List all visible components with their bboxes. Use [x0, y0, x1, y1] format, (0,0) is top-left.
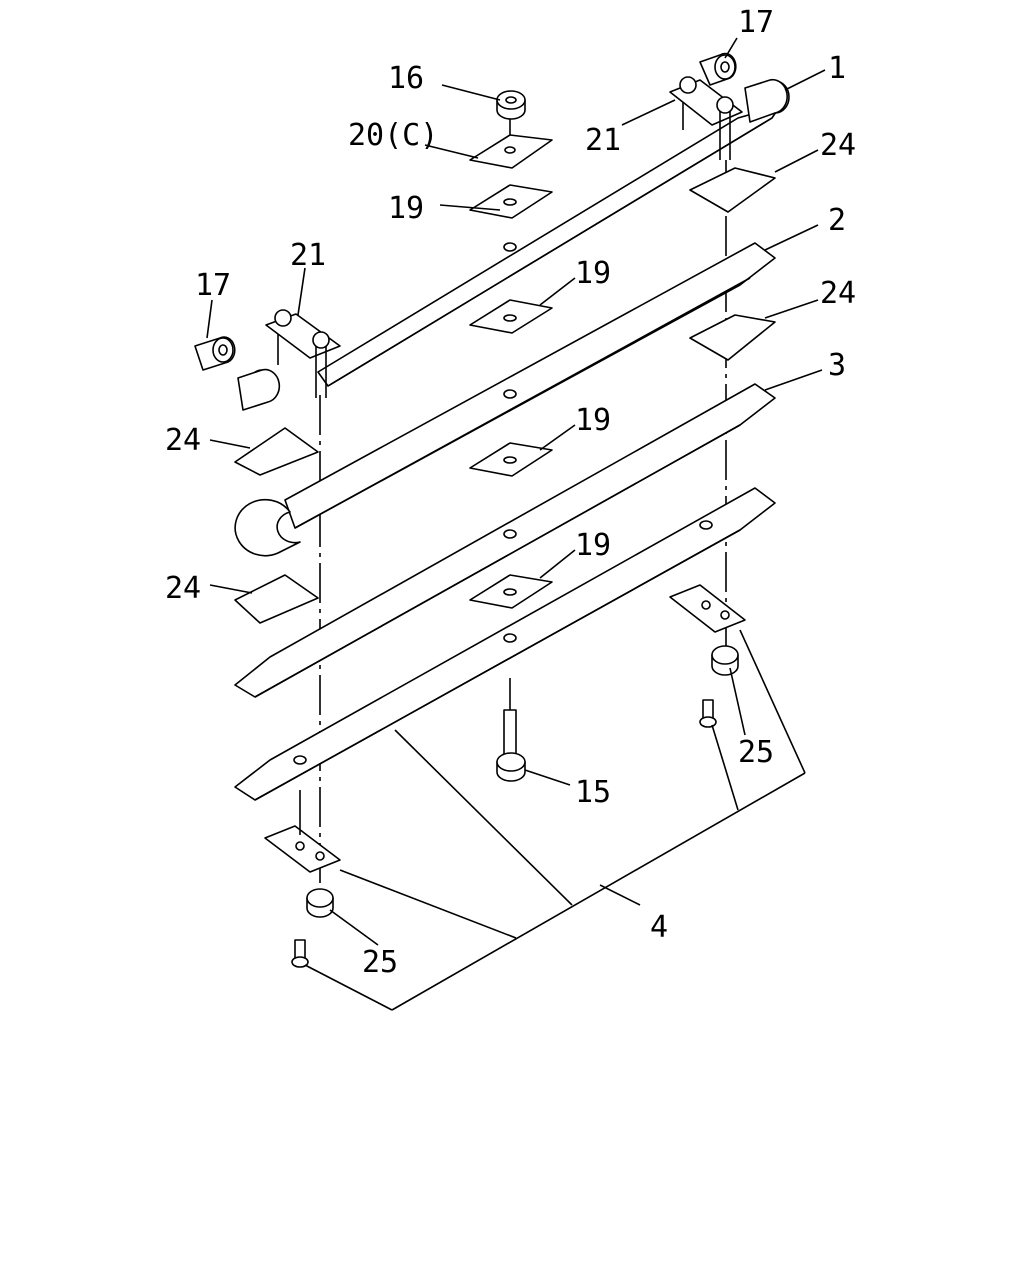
leaf-2 — [234, 242, 776, 557]
callout-19-c: 19 — [575, 403, 611, 438]
callout-24-b: 24 — [820, 276, 856, 311]
center-bolt-15 — [496, 678, 526, 782]
callout-19-d: 19 — [575, 528, 611, 563]
bushing-17-top — [699, 52, 737, 86]
wedge-24-c — [234, 427, 319, 476]
wedge-24-a — [689, 167, 776, 213]
callout-17-top: 17 — [738, 5, 774, 40]
leaf-4 — [234, 487, 776, 801]
callout-4: 4 — [650, 910, 668, 945]
callout-19-b: 19 — [575, 256, 611, 291]
callout-17-left: 17 — [195, 268, 231, 303]
callout-25-left: 25 — [362, 945, 398, 980]
callout-25-right: 25 — [738, 735, 774, 770]
callout-15: 15 — [575, 775, 611, 810]
bushing-17-left — [194, 336, 236, 371]
wedge-24-d — [234, 574, 319, 624]
callout-3: 3 — [828, 348, 846, 383]
callout-2: 2 — [828, 203, 846, 238]
callout-1: 1 — [828, 51, 846, 86]
callout-19-a: 19 — [388, 191, 424, 226]
callout-20c: 20(C) — [348, 118, 438, 153]
callout-16: 16 — [388, 61, 424, 96]
callout-24-d: 24 — [165, 571, 201, 606]
callout-21-top: 21 — [585, 123, 621, 158]
callout-21-left: 21 — [290, 238, 326, 273]
clip-21-left — [265, 309, 341, 398]
wedge-24-b — [689, 314, 776, 361]
bottom-plate-left — [264, 790, 341, 968]
callout-24-a: 24 — [820, 128, 856, 163]
callout-24-c: 24 — [165, 423, 201, 458]
main-leaf-1 — [237, 78, 790, 411]
clip-21-right — [669, 76, 743, 160]
nut-16 — [496, 90, 526, 120]
leaf-3 — [234, 383, 776, 698]
bottom-plate-right — [669, 584, 746, 728]
leader-lines — [206, 37, 826, 1011]
